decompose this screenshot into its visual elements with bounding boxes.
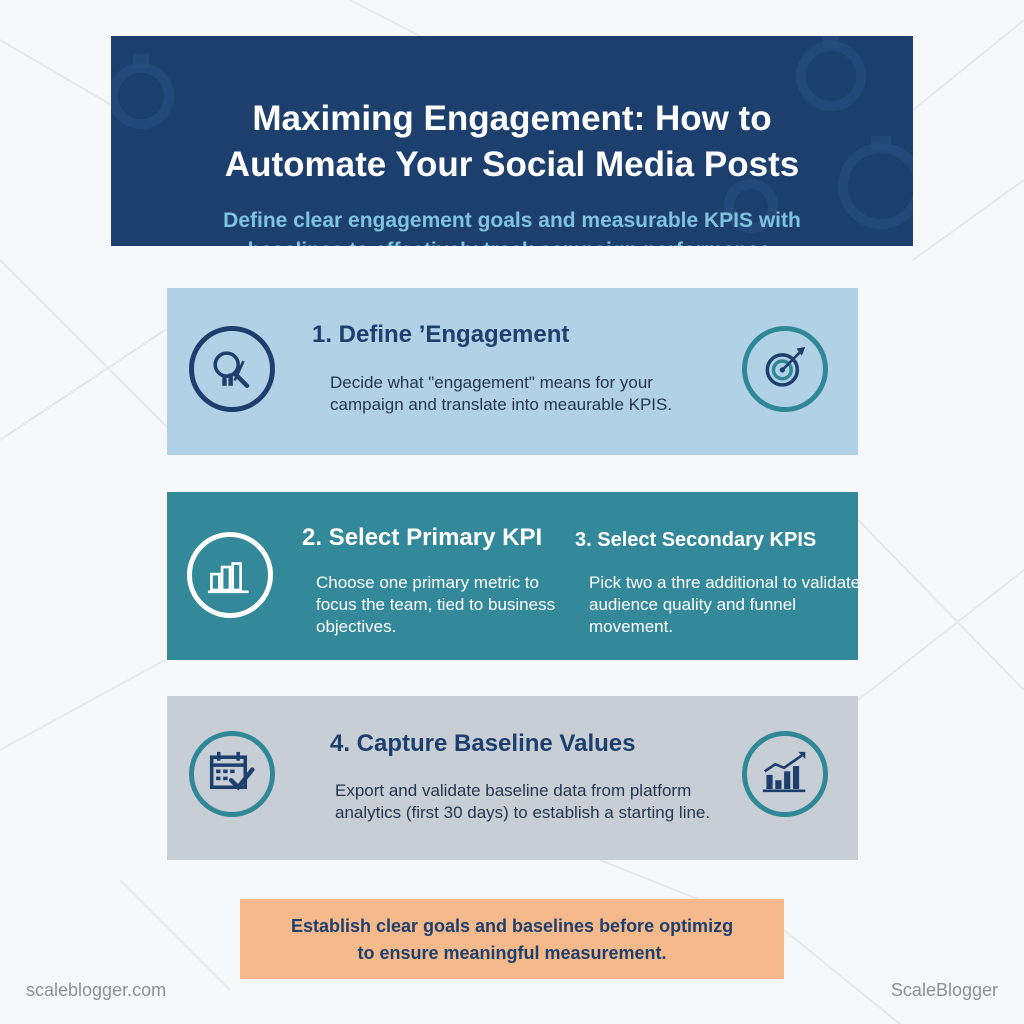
bar-chart-icon	[187, 532, 273, 618]
page-title: Maximing Engagement: How to Automate You…	[111, 96, 913, 188]
brand-url: scaleblogger.com	[26, 980, 167, 1000]
step-3-desc-line-2: audience quality and funnel	[589, 595, 796, 614]
step-3-desc-line-1: Pick two a thre additional to validate	[589, 573, 858, 592]
title-line-1: Maximing Engagement: How to	[252, 99, 772, 138]
step-4-desc-line-1: Export and validate baseline data from p…	[335, 781, 692, 800]
step-3-description: Pick two a thre additional to validate a…	[589, 572, 858, 638]
step-4-description: Export and validate baseline data from p…	[335, 780, 710, 824]
step-card-select-kpis: 2. Select Primary KPI Choose one primary…	[167, 492, 858, 660]
gear-decoration-icon	[111, 36, 913, 233]
magnifier-chart-icon	[189, 326, 275, 412]
page-subtitle: Define clear engagement goals and measur…	[111, 206, 913, 246]
header-banner: Maximing Engagement: How to Automate You…	[111, 36, 913, 246]
title-line-2: Automate Your Social Media Posts	[224, 145, 800, 184]
calendar-check-icon	[189, 731, 275, 817]
footer-note-line-2: to ensure meaningful measurement.	[357, 943, 667, 963]
step-3-desc-line-3: movement.	[589, 617, 674, 636]
brand-name: ScaleBlogger	[890, 980, 998, 1000]
step-2-description: Choose one primary metric to focus the t…	[316, 572, 555, 638]
step-2-desc-line-3: objectives.	[316, 617, 397, 636]
step-2-desc-line-2: focus the team, tied to business	[316, 595, 556, 614]
step-card-capture-baseline: 4. Capture Baseline Values Export and va…	[167, 696, 858, 860]
subtitle-line-1: Define clear engagement goals and measur…	[223, 209, 801, 232]
step-1-heading: 1. Define ’Engagement	[312, 321, 570, 348]
step-card-define-engagement: 1. Define ’Engagement Decide what "engag…	[167, 288, 858, 455]
step-2-heading: 2. Select Primary KPI	[302, 524, 543, 551]
step-1-desc-line-1: Decide what "engagement" means for your	[330, 373, 653, 392]
step-4-desc-line-2: analytics (first 30 days) to establish a…	[335, 803, 711, 822]
step-2-desc-line-1: Choose one primary metric to	[316, 573, 539, 592]
step-3-heading: 3. Select Secondary KPIS	[575, 529, 817, 551]
step-1-desc-line-2: campaign and translate into meaurable KP…	[330, 395, 673, 414]
footer-note: Establish clear goals and baselines befo…	[240, 899, 784, 979]
subtitle-line-2: baselines to effectively track campaign …	[111, 236, 913, 246]
growth-chart-icon	[742, 731, 828, 817]
footer-note-line-1: Establish clear goals and baselines befo…	[290, 916, 734, 936]
step-1-description: Decide what "engagement" means for your …	[330, 372, 672, 416]
target-icon	[742, 326, 828, 412]
step-4-heading: 4. Capture Baseline Values	[330, 730, 636, 757]
